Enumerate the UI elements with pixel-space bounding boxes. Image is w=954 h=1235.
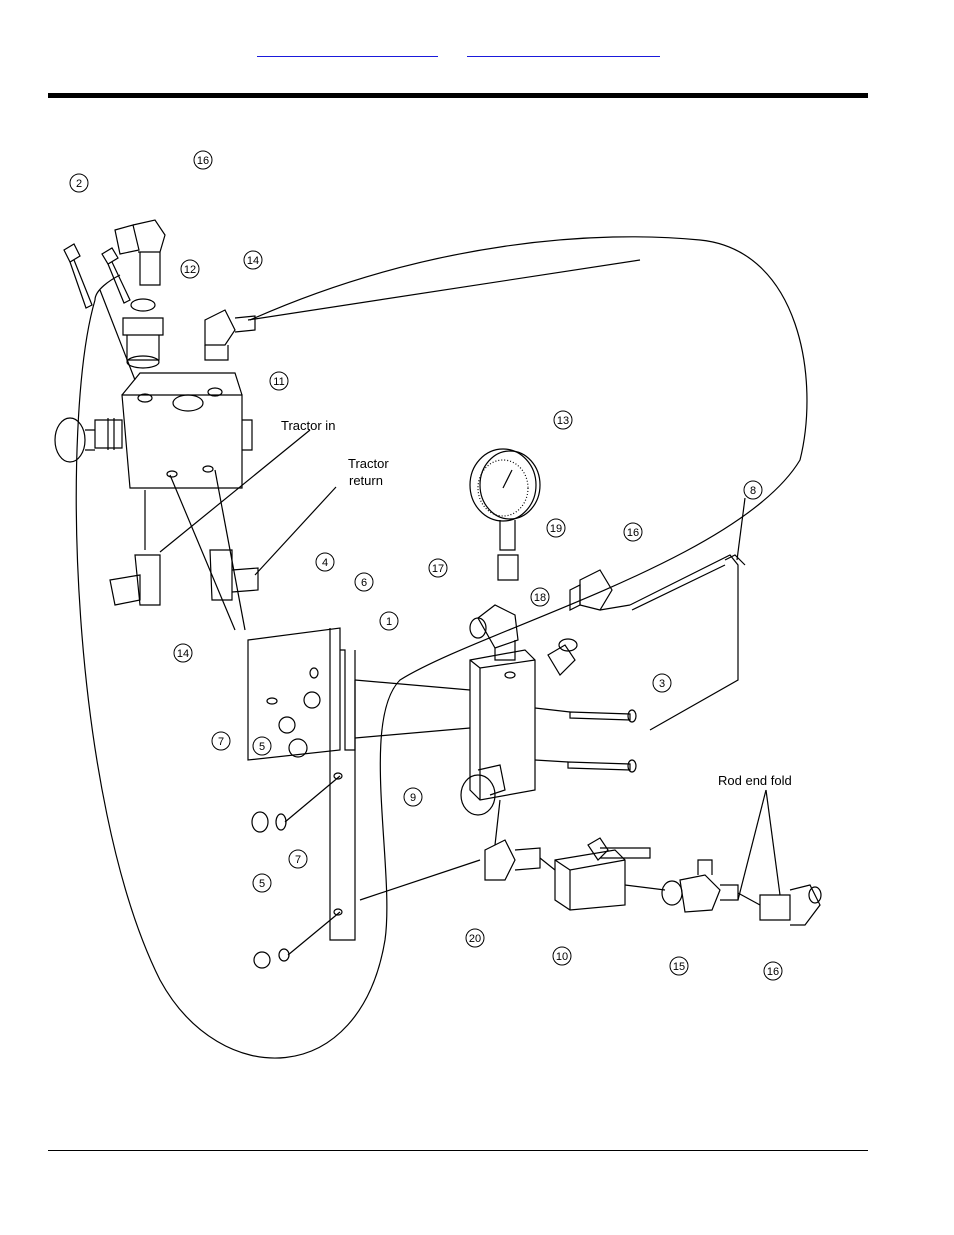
callout-number: 2	[76, 178, 82, 190]
callout-number: 6	[361, 577, 367, 589]
callout-12: 12	[181, 260, 199, 278]
callout-3: 3	[653, 674, 671, 692]
callout-5: 5	[253, 874, 271, 892]
callout-number: 14	[247, 255, 259, 267]
elbow-fitting-20	[485, 840, 540, 880]
callout-19: 19	[547, 519, 565, 537]
callout-15: 15	[670, 957, 688, 975]
elbow-fitting-17	[470, 605, 518, 660]
label-rod-end-fold: Rod end fold	[718, 773, 792, 788]
callout-number: 16	[197, 155, 209, 167]
callout-9: 9	[404, 788, 422, 806]
label-tractor-in: Tractor in	[281, 418, 335, 433]
callout-6: 6	[355, 573, 373, 591]
callout-number: 7	[295, 854, 301, 866]
callout-18: 18	[531, 588, 549, 606]
callout-number: 19	[550, 523, 562, 535]
callout-4: 4	[316, 553, 334, 571]
callout-8: 8	[744, 481, 762, 499]
label-tractor-return-2: return	[349, 473, 383, 488]
callout-number: 11	[273, 376, 284, 388]
elbow-fitting-16-right	[760, 885, 821, 925]
callout-number: 16	[767, 966, 779, 978]
callout-number: 10	[556, 951, 568, 963]
elbow-fittings-14-lower	[110, 550, 258, 605]
callout-2: 2	[70, 174, 88, 192]
bolts-3	[535, 708, 636, 772]
callout-number: 14	[177, 648, 189, 660]
callout-13: 13	[554, 411, 572, 429]
callout-number: 7	[218, 736, 224, 748]
callout-14: 14	[244, 251, 262, 269]
callout-number: 16	[627, 527, 639, 539]
callout-5: 5	[253, 737, 271, 755]
manifold-block	[55, 373, 252, 488]
callout-number: 4	[322, 557, 328, 569]
callout-number: 1	[386, 616, 392, 628]
tee-fitting-15	[662, 860, 738, 912]
callout-16: 16	[624, 523, 642, 541]
callout-16: 16	[764, 962, 782, 980]
callout-number: 8	[750, 485, 756, 497]
callout-number: 5	[259, 741, 265, 753]
callout-number: 13	[557, 415, 569, 427]
callout-number: 15	[673, 961, 685, 973]
callout-number: 5	[259, 878, 265, 890]
callout-number: 12	[184, 264, 196, 276]
nuts-washers	[252, 668, 318, 968]
u-rod	[600, 555, 745, 730]
mounting-bracket	[248, 628, 355, 940]
callout-number: 20	[469, 933, 481, 945]
callout-number: 17	[432, 563, 444, 575]
callout-7: 7	[212, 732, 230, 750]
callout-number: 18	[534, 592, 546, 604]
adapter-fitting-18	[548, 639, 577, 675]
callout-number: 3	[659, 678, 665, 690]
callout-10: 10	[553, 947, 571, 965]
callout-17: 17	[429, 559, 447, 577]
elbow-fitting-top	[115, 220, 165, 285]
valve-block	[461, 650, 535, 815]
callout-11: 11	[270, 372, 288, 390]
callout-7: 7	[289, 850, 307, 868]
callout-1: 1	[380, 612, 398, 630]
callout-number: 9	[410, 792, 416, 804]
shutoff-valve	[555, 838, 650, 910]
pressure-fitting	[123, 299, 163, 368]
label-tractor-return-1: Tractor	[348, 456, 389, 471]
callout-16: 16	[194, 151, 212, 169]
pressure-gauge	[470, 449, 540, 580]
elbow-fitting-14-upper	[205, 310, 255, 360]
callout-14: 14	[174, 644, 192, 662]
callout-20: 20	[466, 929, 484, 947]
